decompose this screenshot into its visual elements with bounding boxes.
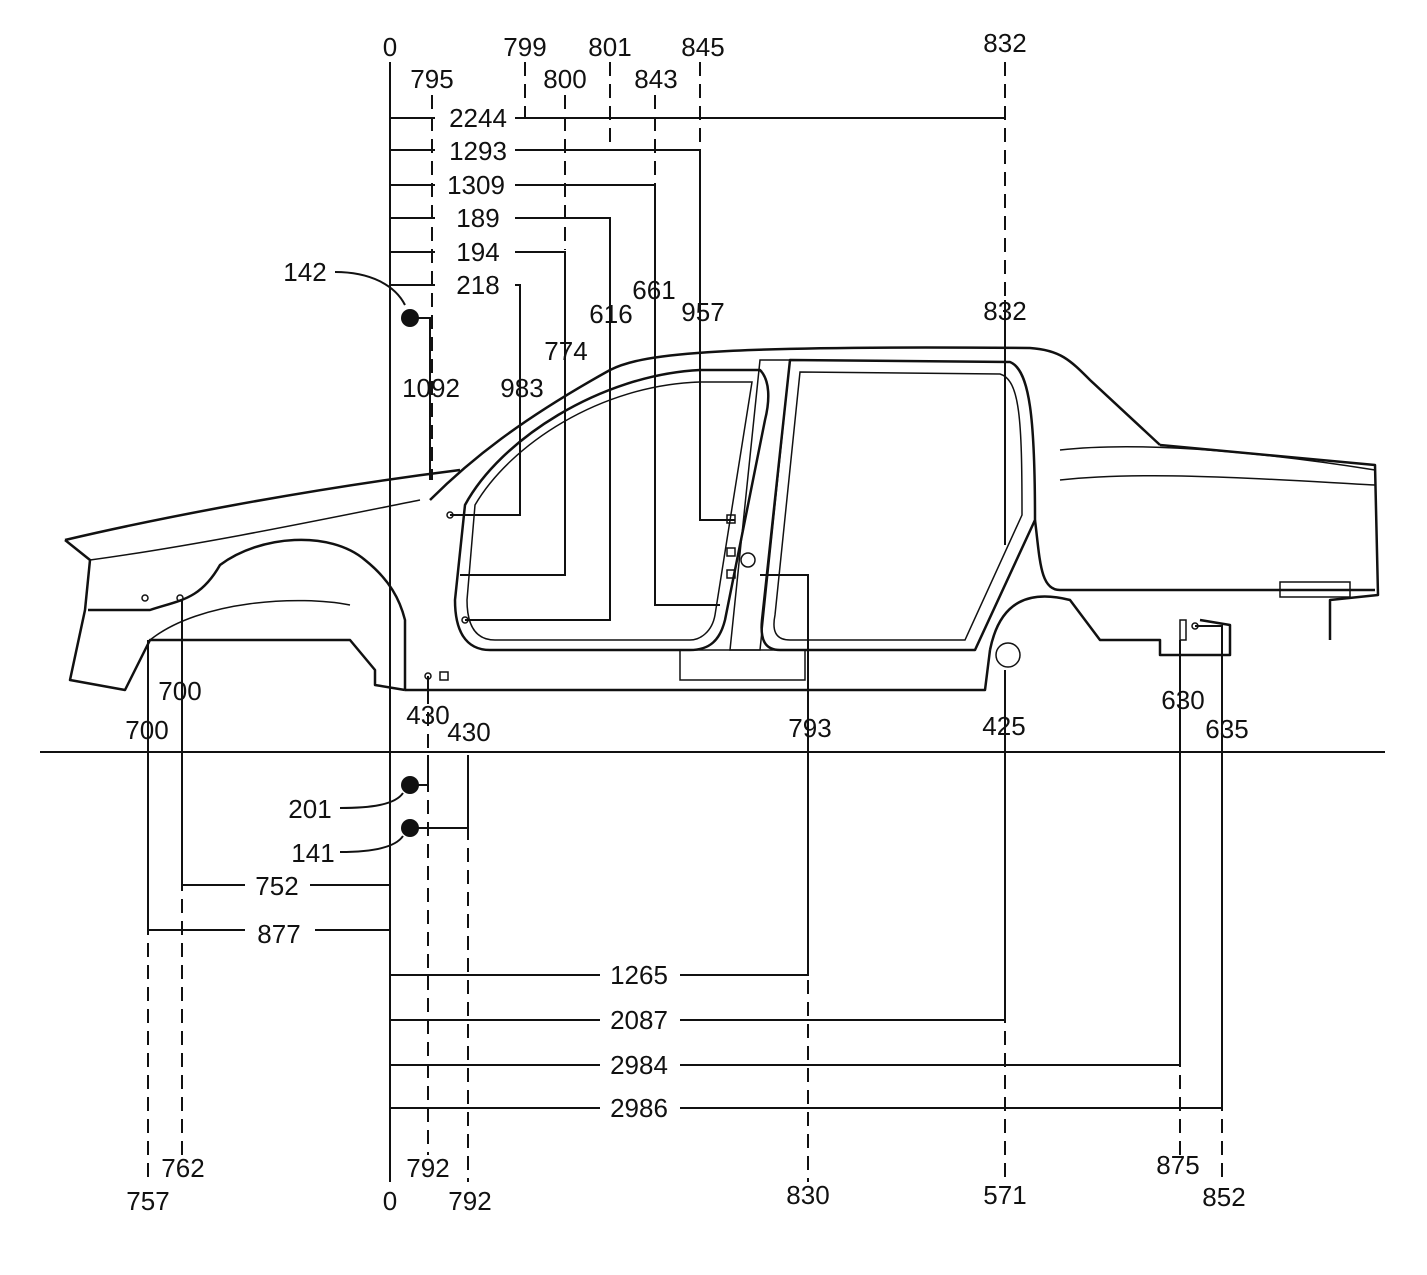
- label-774: 774: [544, 336, 587, 366]
- label-661: 661: [632, 275, 675, 305]
- dim-2087: 2087: [610, 1005, 668, 1035]
- dim-1293: 1293: [449, 136, 507, 166]
- label-957: 957: [681, 297, 724, 327]
- label-top-832: 832: [983, 28, 1026, 58]
- dim-218: 218: [456, 270, 499, 300]
- top-dashed-lines: [431, 62, 1006, 480]
- label-983: 983: [500, 373, 543, 403]
- label-852: 852: [1202, 1182, 1245, 1212]
- dim-752: 752: [255, 871, 298, 901]
- label-425: 425: [982, 711, 1025, 741]
- vehicle-body-outline: [64, 346, 1380, 692]
- lower-labels: 201 141 752 877: [255, 794, 334, 949]
- label-bottom-0: 0: [383, 1186, 397, 1216]
- label-top-0: 0: [383, 32, 397, 62]
- label-793: 793: [788, 713, 831, 743]
- dim-2244: 2244: [449, 103, 507, 133]
- label-1092: 1092: [402, 373, 460, 403]
- reference-dot-201: [401, 776, 419, 794]
- label-875: 875: [1156, 1150, 1199, 1180]
- lower-dimension-lines: [147, 600, 1223, 1109]
- label-757: 757: [126, 1186, 169, 1216]
- label-635: 635: [1205, 714, 1248, 744]
- label-top-795: 795: [410, 64, 453, 94]
- top-dimension-lines: [390, 117, 1006, 690]
- bottom-dimension-values: 1265 2087 2984 2986: [610, 960, 668, 1123]
- label-top-845: 845: [681, 32, 724, 62]
- label-630: 630: [1161, 685, 1204, 715]
- label-616: 616: [589, 299, 632, 329]
- dim-2984: 2984: [610, 1050, 668, 1080]
- label-430-left: 430: [406, 700, 449, 730]
- label-141: 141: [291, 838, 334, 868]
- dim-2986: 2986: [610, 1093, 668, 1123]
- reference-dots: [334, 271, 419, 853]
- mid-labels: 700 700 430 430 793 425 630 635: [125, 676, 1248, 747]
- label-top-800: 800: [543, 64, 586, 94]
- label-430-right: 430: [447, 717, 490, 747]
- label-top-843: 843: [634, 64, 677, 94]
- label-top-799: 799: [503, 32, 546, 62]
- dim-189: 189: [456, 203, 499, 233]
- label-792-left: 792: [406, 1153, 449, 1183]
- label-571: 571: [983, 1180, 1026, 1210]
- dim-194: 194: [456, 237, 499, 267]
- label-762: 762: [161, 1153, 204, 1183]
- label-201: 201: [288, 794, 331, 824]
- reference-dot-141: [401, 819, 419, 837]
- label-792-right: 792: [448, 1186, 491, 1216]
- label-142: 142: [283, 257, 326, 287]
- reference-dot-142: [401, 309, 419, 327]
- label-830: 830: [786, 1180, 829, 1210]
- dim-877: 877: [257, 919, 300, 949]
- body-labels: 142 1092 983 774 616 661 957 832: [283, 257, 1026, 403]
- top-dimension-values: 2244 1293 1309 189 194 218: [447, 103, 507, 300]
- label-832-body: 832: [983, 296, 1026, 326]
- label-700-upper: 700: [158, 676, 201, 706]
- dim-1265: 1265: [610, 960, 668, 990]
- label-700-lower: 700: [125, 715, 168, 745]
- label-top-801: 801: [588, 32, 631, 62]
- bottom-labels: 757 762 0 792 792 830 571 875 852: [126, 1150, 1245, 1216]
- top-labels: 0 795 799 800 801 843 845 832: [383, 28, 1027, 94]
- dim-1309: 1309: [447, 170, 505, 200]
